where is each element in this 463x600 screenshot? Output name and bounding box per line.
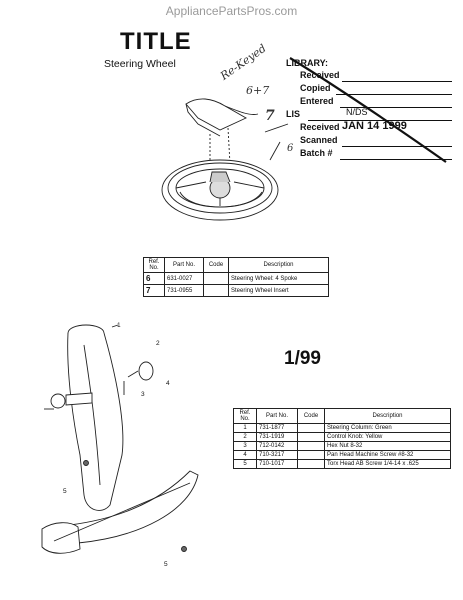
stamp-lis-label: LIS (286, 109, 301, 119)
callout-2: 2 (156, 340, 160, 347)
callout-5a: 5 (63, 488, 67, 495)
table-row: 4 710-3217 Pan Head Machine Screw #8-32 (233, 450, 451, 460)
cell-part: 712-0142 (256, 441, 298, 451)
steering-column-diagram (41, 324, 199, 554)
stamp-received-label: Received (300, 70, 340, 80)
handwritten-note-2: 6+7 (246, 84, 270, 97)
table-header-row: Ref. No. Part No. Code Description (233, 408, 451, 424)
col-ref: Ref. No. (143, 257, 165, 273)
callout-6-hand: 6 (287, 143, 294, 154)
parts-table-steering-wheel: Ref. No. Part No. Code Description 6 631… (143, 257, 329, 297)
callout-1: 1 (117, 322, 121, 329)
callout-4: 4 (166, 380, 170, 387)
col-code: Code (203, 257, 229, 273)
cell-desc: Torx Head AB Screw 1/4-14 x .625 (324, 459, 451, 469)
cell-ref: 6 (143, 272, 165, 285)
table-row: 7 731-0955 Steering Wheel Insert (143, 284, 329, 297)
cell-code (203, 272, 229, 285)
col-ref: Ref. No. (233, 408, 257, 424)
parts-table-steering-column: Ref. No. Part No. Code Description 1 731… (233, 408, 451, 469)
cell-ref: 7 (143, 284, 165, 297)
cell-part: 731-1919 (256, 432, 298, 442)
page-title: TITLE (120, 28, 192, 55)
cell-desc: Steering Wheel: 4 Spoke (228, 272, 329, 285)
library-stamp: LIBRARY: Received Copied Entered LIS N/D… (286, 50, 461, 170)
callout-3: 3 (141, 391, 145, 398)
stamp-strike-line (289, 57, 447, 163)
col-code: Code (297, 408, 325, 424)
col-desc: Description (228, 257, 329, 273)
stamp-received2-label: Received (300, 122, 340, 132)
stamp-copied-label: Copied (300, 83, 331, 93)
table-row: 3 712-0142 Hex Nut 8-32 (233, 441, 451, 451)
revision-date: 1/99 (284, 348, 321, 369)
callout-7-hand: 7 (265, 108, 275, 124)
cell-code (297, 432, 325, 442)
stamp-library-label: LIBRARY: (286, 58, 328, 68)
table-row: 6 631-0027 Steering Wheel: 4 Spoke (143, 272, 329, 285)
cell-part: 710-1017 (256, 459, 298, 469)
stamp-lis-value: N/DS (346, 107, 368, 117)
cell-ref: 5 (233, 459, 257, 469)
col-desc: Description (324, 408, 451, 424)
callout-5b: 5 (164, 561, 168, 568)
watermark: AppliancePartsPros.com (165, 4, 298, 18)
stamp-scanned-label: Scanned (300, 135, 338, 145)
cell-part: 631-0027 (164, 272, 204, 285)
page-subtitle: Steering Wheel (104, 58, 176, 70)
cell-code (297, 450, 325, 460)
col-part: Part No. (256, 408, 298, 424)
table-row: 1 731-1877 Steering Column: Green (233, 423, 451, 433)
stamp-batch-label: Batch # (300, 148, 333, 158)
col-part: Part No. (164, 257, 204, 273)
table-row: 5 710-1017 Torx Head AB Screw 1/4-14 x .… (233, 459, 451, 469)
cell-desc: Steering Column: Green (324, 423, 451, 433)
cell-desc: Pan Head Machine Screw #8-32 (324, 450, 451, 460)
cell-code (297, 423, 325, 433)
cell-part: 731-1877 (256, 423, 298, 433)
cell-code (297, 459, 325, 469)
table-row: 2 731-1919 Control Knob: Yellow (233, 432, 451, 442)
handwritten-note: Re-Keyed (218, 41, 269, 83)
cell-ref: 1 (233, 423, 257, 433)
stamp-entered-label: Entered (300, 96, 334, 106)
cell-ref: 3 (233, 441, 257, 451)
cell-ref: 2 (233, 432, 257, 442)
cell-code (203, 284, 229, 297)
cell-part: 710-3217 (256, 450, 298, 460)
cell-desc: Hex Nut 8-32 (324, 441, 451, 451)
cell-desc: Control Knob: Yellow (324, 432, 451, 442)
cell-ref: 4 (233, 450, 257, 460)
cell-desc: Steering Wheel Insert (228, 284, 329, 297)
cell-code (297, 441, 325, 451)
steering-wheel-diagram (161, 98, 289, 221)
table-header-row: Ref. No. Part No. Code Description (143, 257, 329, 273)
cell-part: 731-0955 (164, 284, 204, 297)
